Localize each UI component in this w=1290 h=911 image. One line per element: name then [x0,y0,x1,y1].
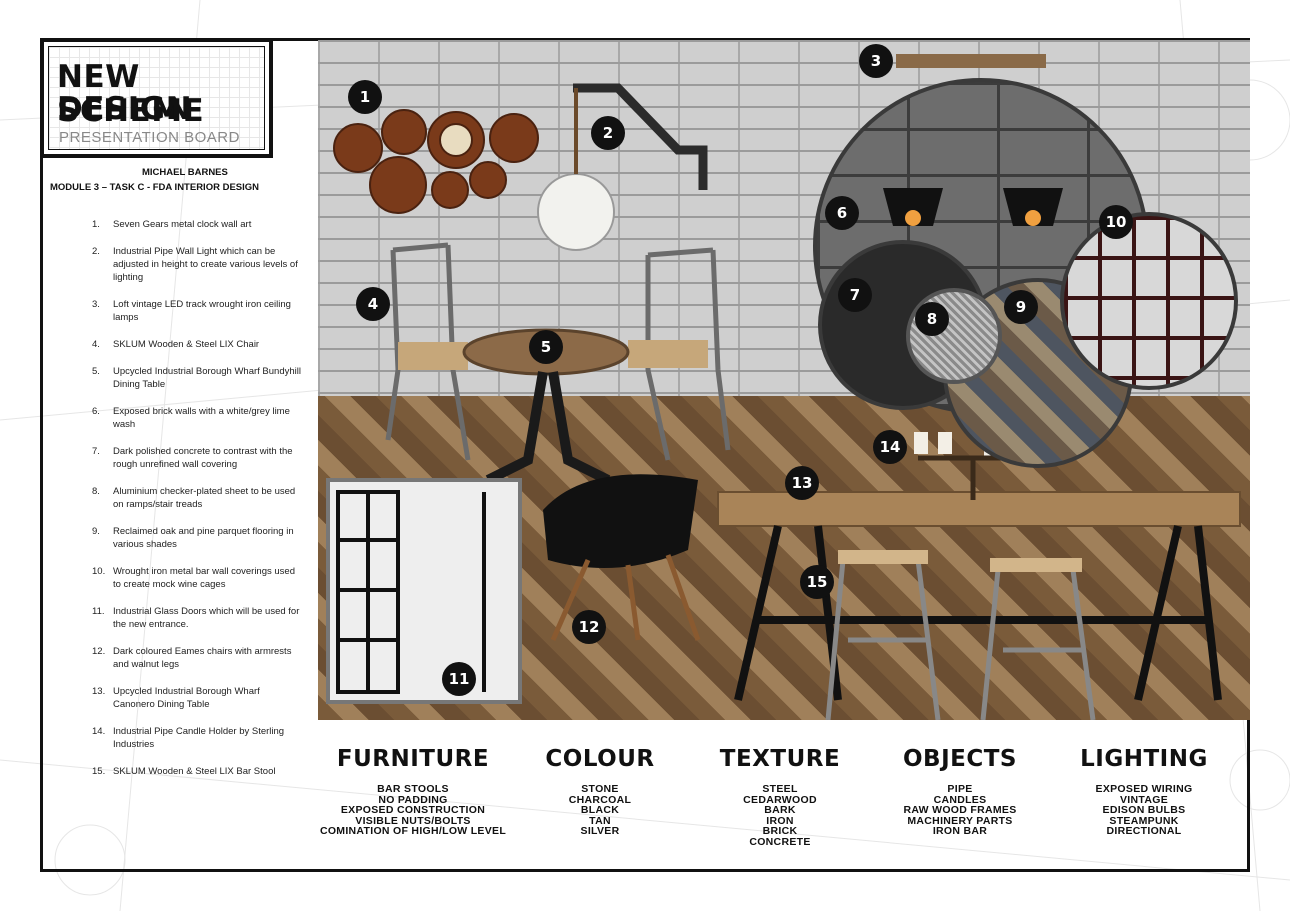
subtitle: PRESENTATION BOARD [59,129,240,146]
iron-bar-swatch-circle [1060,212,1238,390]
badge-8: 8 [915,302,949,336]
badge-12: 12 [572,610,606,644]
chair-seat [398,342,468,370]
item-list: 1.Seven Gears metal clock wall art 2.Ind… [92,218,302,792]
badge-4: 4 [356,287,390,321]
title-grid: NEW DESIGN SCHEME PRESENTATION BOARD [48,46,265,150]
author-block: MICHAEL BARNES MODULE 3 – TASK C - FDA I… [40,167,330,193]
category-title: OBJECTS [903,746,1017,772]
badge-9: 9 [1004,290,1038,324]
eames-chair-icon [543,474,698,568]
title-box: NEW DESIGN SCHEME PRESENTATION BOARD [40,38,273,158]
list-item: 11.Industrial Glass Doors which will be … [92,606,300,630]
category-title: LIGHTING [1080,746,1208,772]
category-title: TEXTURE [719,746,841,772]
list-item: 1.Seven Gears metal clock wall art [92,219,252,230]
badge-5: 5 [529,330,563,364]
badge-13: 13 [785,466,819,500]
list-item: 10.Wrought iron metal bar wall coverings… [92,566,295,590]
list-item: 6.Exposed brick walls with a white/grey … [92,406,290,430]
checker-plate-swatch-circle [906,288,1002,384]
pipe-wall-light-icon [573,83,708,190]
collage-image: 1 2 3 4 5 6 7 8 9 10 11 12 13 14 15 [318,40,1250,720]
collage-objects [326,54,1241,720]
title-line-1: NEW DESIGN [57,59,193,127]
module-label: MODULE 3 – TASK C - FDA INTERIOR DESIGN [50,182,260,193]
badge-3: 3 [859,44,893,78]
list-item: 7.Dark polished concrete to contrast wit… [92,446,293,470]
chair-seat [628,340,708,368]
badge-7: 7 [838,278,872,312]
parquet-floor [318,396,1250,720]
list-item: 5.Upcycled Industrial Borough Wharf Bund… [92,366,301,390]
category-title: COLOUR [545,746,655,772]
author-name: MICHAEL BARNES [142,167,228,178]
edison-bulb-icon [537,173,615,251]
badge-10: 10 [1099,205,1133,239]
title-line-2: SCHEME [57,93,205,129]
ceiling-lamps-icon [883,188,1063,226]
list-item: 14.Industrial Pipe Candle Holder by Ster… [92,726,285,750]
list-item: 15.SKLUM Wooden & Steel LIX Bar Stool [92,766,276,777]
badge-1: 1 [348,80,382,114]
list-item: 4.SKLUM Wooden & Steel LIX Chair [92,339,260,350]
list-item: 2.Industrial Pipe Wall Light which can b… [92,246,298,283]
badge-6: 6 [825,196,859,230]
badge-11: 11 [442,662,476,696]
list-item: 12.Dark coloured Eames chairs with armre… [92,646,292,670]
track-lamp-icon [896,54,1046,68]
gear-clock-icon [333,109,539,214]
badge-14: 14 [873,430,907,464]
list-item: 3.Loft vintage LED track wrought iron ce… [92,299,291,323]
list-item: 9.Reclaimed oak and pine parquet floorin… [92,526,294,550]
list-item: 8.Aluminium checker-plated sheet to be u… [92,486,296,510]
bar-stool-icon [825,559,1096,720]
list-item: 13.Upcycled Industrial Borough Wharf Can… [92,686,260,710]
badge-2: 2 [591,116,625,150]
badge-15: 15 [800,565,834,599]
list-rule [40,205,42,870]
category-title: FURNITURE [336,746,490,772]
